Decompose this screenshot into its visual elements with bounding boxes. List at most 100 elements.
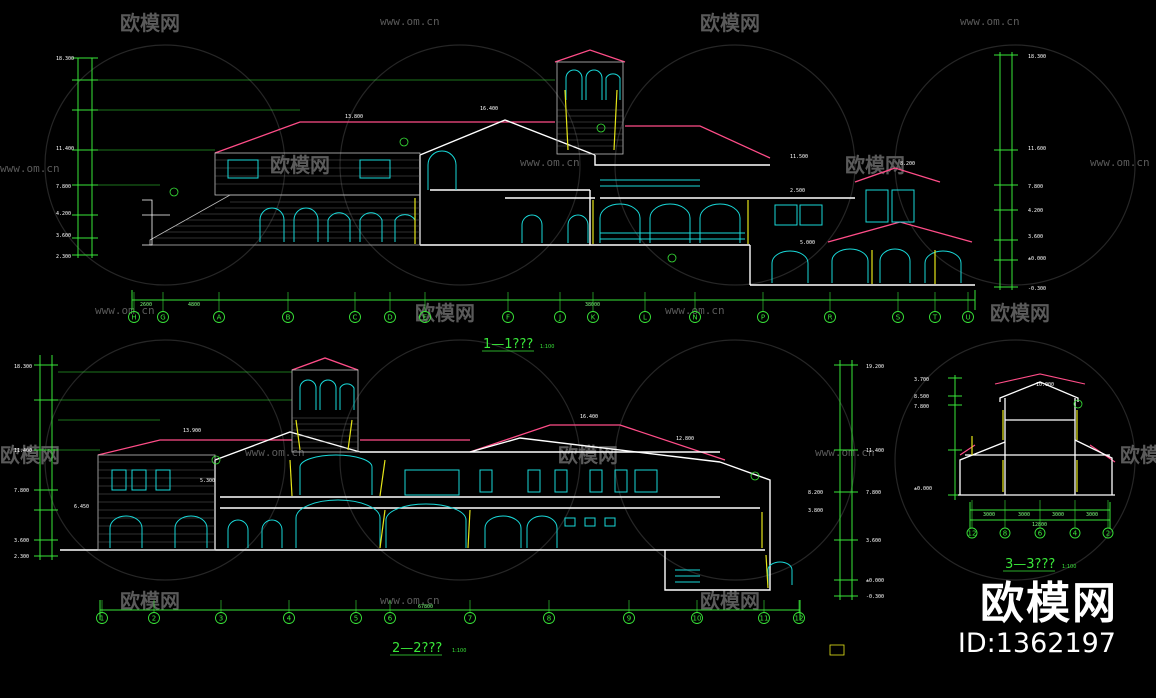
- s1-section-outline: [419, 119, 975, 286]
- level-label: 19.200: [866, 364, 884, 370]
- axis-label: P: [761, 314, 765, 322]
- level-label: 11.600: [1028, 146, 1046, 152]
- level-label: 18.300: [1028, 54, 1046, 60]
- axis-bubble: [824, 311, 836, 323]
- axis-label: 7: [468, 615, 472, 623]
- s2-callout-circles: [211, 455, 760, 481]
- section-scale: 1:100: [540, 344, 554, 350]
- axis-bubble: [349, 311, 361, 323]
- watermark-url: www.om.cn: [815, 446, 875, 459]
- axis-bubble: [384, 311, 396, 323]
- dim-text: 3000: [1052, 512, 1064, 518]
- axis-label: R: [828, 314, 833, 322]
- section-2-2-drawing: 18.300 11.400 7.800 6.450 3.600 2.300 19…: [14, 355, 884, 656]
- section-scale: 1:100: [1062, 564, 1076, 570]
- watermark-brand: 欧模网: [120, 589, 180, 613]
- s2-right-dimension-chain: [834, 360, 858, 600]
- watermark-url: www.om.cn: [0, 162, 60, 175]
- dim-text: 67800: [418, 604, 433, 610]
- watermark-brand: 欧模网: [700, 11, 760, 35]
- axis-bubble: [966, 527, 978, 539]
- axis-bubble: [554, 311, 566, 323]
- axis-bubble: [892, 311, 904, 323]
- level-mark: 3.800: [808, 508, 823, 514]
- level-label: -0.300: [1028, 286, 1046, 292]
- s2-roofs: [97, 357, 726, 461]
- axis-label: 6: [1038, 530, 1043, 538]
- s1-right-dimension-chain: [994, 52, 1018, 290]
- dim-text: 12800: [1032, 522, 1047, 528]
- axis-bubble: [96, 612, 108, 624]
- axis-label: D: [387, 314, 392, 322]
- level-mark: 13.900: [183, 428, 201, 434]
- axis-label: J: [558, 314, 561, 322]
- s1-level-marks: 16.400 13.800 11.500 8.200 5.000 2.500: [345, 106, 915, 246]
- watermark-circles: [44, 44, 1136, 581]
- level-label: 8.500: [914, 394, 929, 400]
- watermark-url: www.om.cn: [245, 446, 305, 459]
- level-mark: 16.400: [480, 106, 498, 112]
- level-mark: 5.000: [800, 240, 815, 246]
- s1-left-dimension-chain: [72, 57, 98, 258]
- corner-brand-id: ID:1362197: [957, 628, 1116, 659]
- s1-axis-lines: [131, 290, 976, 310]
- watermark-url: www.om.cn: [960, 15, 1020, 28]
- axis-bubble: [793, 612, 805, 624]
- level-label: 18.300: [56, 56, 74, 62]
- level-label: 18.300: [14, 364, 32, 370]
- watermark-brand: 欧模网: [270, 153, 330, 177]
- s2-brick-hatch: [98, 417, 358, 543]
- axis-label: S: [896, 314, 901, 322]
- s1-brick-walls: [149, 61, 624, 246]
- axis-bubble: [689, 311, 701, 323]
- s1-brick-hatch: [155, 109, 623, 239]
- level-label: ±0.000: [866, 578, 884, 584]
- watermark-brand: 欧模网: [990, 301, 1050, 325]
- axis-label: K: [591, 314, 596, 322]
- section-1-1-drawing: 18.300 11.400 7.800 4.200 3.600 2.300: [56, 49, 1046, 352]
- s2-windows: [109, 379, 793, 585]
- axis-bubble: [350, 612, 362, 624]
- axis-label: 4: [287, 615, 292, 623]
- level-label: 3.600: [866, 538, 881, 544]
- axis-label: 9: [627, 615, 631, 623]
- axis-label: B: [286, 314, 291, 322]
- axis-bubble: [384, 612, 396, 624]
- axis-label: U: [965, 314, 970, 322]
- level-label: 7.800: [14, 488, 29, 494]
- axis-label: 2: [1106, 530, 1110, 538]
- axis-bubble: [587, 311, 599, 323]
- s2-section-outline: [60, 431, 771, 591]
- section-3-3-drawing: 3.700 8.500 7.800 ±0.000 10.000: [914, 373, 1116, 572]
- axis-bubble: [282, 311, 294, 323]
- axis-label: 11: [760, 615, 769, 623]
- axis-label: E: [423, 314, 427, 322]
- axis-bubble: [1102, 527, 1114, 539]
- axis-bubble: [639, 311, 651, 323]
- s1-right-levels: 18.300 11.600 7.800 4.200 3.600 ±0.000 -…: [1028, 54, 1046, 292]
- level-label: 7.800: [866, 490, 881, 496]
- callout-circle: [1073, 399, 1083, 409]
- level-label: 2.300: [14, 554, 29, 560]
- watermark-brand: 欧模网: [0, 443, 60, 467]
- axis-label: H: [131, 314, 136, 322]
- level-mark: 11.500: [790, 154, 808, 160]
- axis-label: T: [932, 314, 938, 322]
- section-title: 3—3???: [1005, 557, 1055, 572]
- s2-level-marks: 13.900 16.400 12.800 8.200 5.300 3.800: [183, 414, 823, 514]
- axis-label: L: [643, 314, 647, 322]
- dim-text: 38000: [585, 302, 600, 308]
- level-label: 7.800: [914, 404, 929, 410]
- level-mark: 10.000: [1036, 382, 1054, 388]
- legend-swatch: [829, 644, 845, 656]
- level-label: ±0.000: [1028, 256, 1046, 262]
- s2-columns: [289, 419, 769, 589]
- level-mark: 16.400: [580, 414, 598, 420]
- s2-brick-walls: [97, 369, 359, 551]
- axis-label: 5: [354, 615, 358, 623]
- axis-label: A: [217, 314, 222, 322]
- watermark-url: www.om.cn: [380, 594, 440, 607]
